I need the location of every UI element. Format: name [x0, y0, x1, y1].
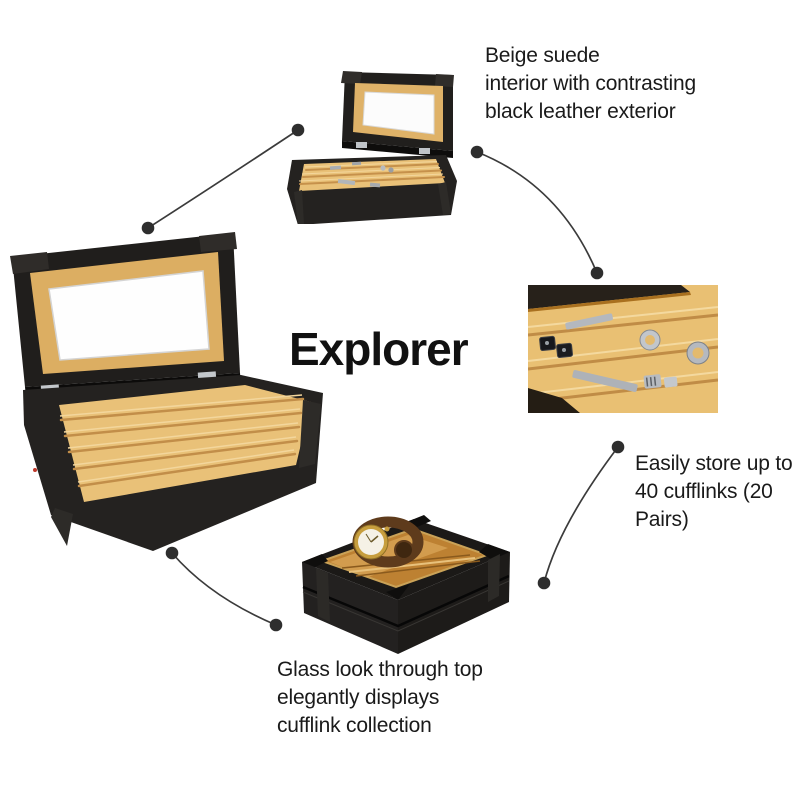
- callout-line: black leather exterior: [485, 100, 676, 123]
- connector-dot: [611, 440, 625, 454]
- tie-bar-upper: [565, 313, 613, 330]
- callout-line: interior with contrasting: [485, 72, 696, 95]
- connector-dot: [590, 266, 604, 280]
- connector-dot: [537, 576, 551, 590]
- cufflinks-small: [329, 161, 394, 188]
- product-name: Explorer: [289, 323, 469, 375]
- callout-glass-top: Glass look through top elegantly display…: [277, 656, 483, 740]
- connector-line-small-box-to-closeup: [476, 151, 598, 274]
- watch: [352, 516, 424, 568]
- striped-cufflink: [643, 374, 678, 389]
- photo-open-box-large: [10, 232, 323, 551]
- silver-rings: [639, 329, 710, 365]
- black-square-cufflinks: [539, 335, 573, 358]
- photo-open-box-angled: [287, 71, 457, 224]
- connector-dot: [269, 618, 283, 632]
- callout-line: elegantly displays: [277, 686, 440, 709]
- callout-line: 40 cufflinks (20: [635, 480, 773, 503]
- callout-capacity: Easily store up to 40 cufflinks (20 Pair…: [635, 450, 793, 534]
- photo-closed-box-watch: [302, 515, 510, 654]
- tie-bar-lower: [572, 370, 638, 392]
- callout-line: Beige suede: [485, 44, 600, 67]
- callout-line: cufflink collection: [277, 714, 432, 737]
- connector-line-capacity-to-closed-box: [543, 446, 619, 584]
- callout-line: Pairs): [635, 508, 689, 531]
- connector-dot: [470, 145, 484, 159]
- callout-line: Glass look through top: [277, 658, 483, 681]
- callout-line: Easily store up to: [635, 452, 793, 475]
- callout-beige-suede: Beige suede interior with contrasting bl…: [485, 42, 696, 126]
- red-stitch-dot: [33, 468, 37, 472]
- photo-interior-closeup: [528, 285, 718, 413]
